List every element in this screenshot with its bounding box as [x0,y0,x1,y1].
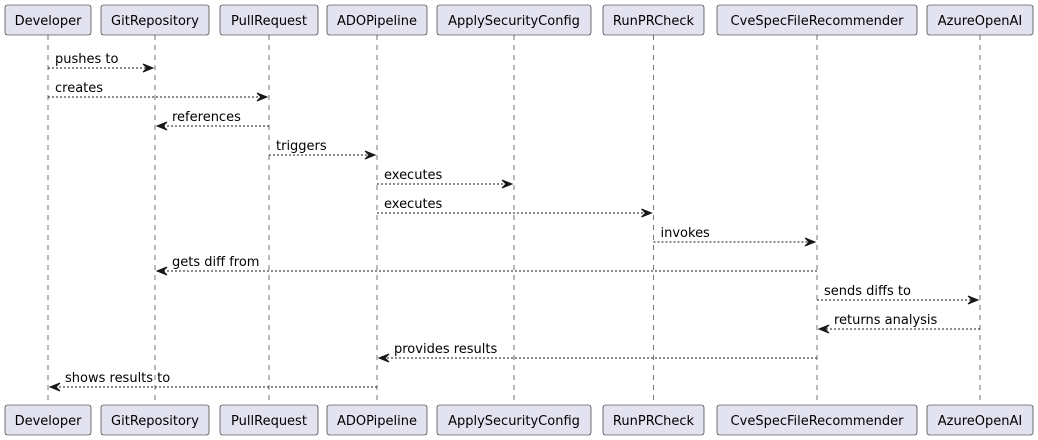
participant-label: GitRepository [111,414,199,429]
message-label: executes [384,197,443,212]
message-label: references [172,110,241,125]
participant-label: ADOPipeline [337,14,417,29]
participant-box [100,4,210,36]
message-arrowhead [641,208,653,218]
participant-box [716,4,918,36]
participant-box [219,4,319,36]
participant-box [436,404,592,436]
participant-top-developer: Developer [4,4,92,36]
participant-top-git-repository: GitRepository [100,4,210,36]
participant-label: RunPRCheck [613,14,695,29]
participant-box [926,404,1034,436]
message-label: shows results to [65,371,170,386]
message-arrowhead [155,121,168,131]
participant-top-apply-security-config: ApplySecurityConfig [436,4,592,36]
participant-bottom-git-repository: GitRepository [100,404,210,436]
message-arrowhead [967,295,980,305]
participant-boxes: DeveloperDeveloperGitRepositoryGitReposi… [4,4,1034,436]
message-arrowhead [501,179,514,189]
participant-box [219,404,319,436]
participant-label: ADOPipeline [337,414,417,429]
participant-bottom-azure-open-ai: AzureOpenAI [926,404,1034,436]
participant-bottom-apply-security-config: ApplySecurityConfig [436,404,592,436]
participant-label: AzureOpenAI [938,14,1022,29]
participant-bottom-pull-request: PullRequest [219,404,319,436]
message-triggers: triggers [269,139,377,160]
message-gets-diff-from: gets diff from [155,255,817,276]
participant-label: CveSpecFileRecommender [731,14,905,29]
participant-box [602,4,705,36]
message-arrowhead [377,353,390,363]
participant-label: PullRequest [231,14,307,29]
participant-label: AzureOpenAI [938,414,1022,429]
participant-bottom-run-pr-check: RunPRCheck [602,404,705,436]
participant-box [716,404,918,436]
participant-box [4,404,92,436]
message-label: creates [55,81,103,96]
message-arrowhead [155,266,168,276]
participant-box [602,404,705,436]
messages: pushes to creates references triggers execut… [48,52,980,392]
participant-bottom-cve-spec-file-recommender: CveSpecFileRecommender [716,404,918,436]
message-executes: executes [377,168,514,189]
participant-label: PullRequest [231,414,307,429]
message-label: returns analysis [834,313,938,328]
participant-top-azure-open-ai: AzureOpenAI [926,4,1034,36]
message-sends-diffs-to: sends diffs to [817,284,980,305]
participant-top-cve-spec-file-recommender: CveSpecFileRecommender [716,4,918,36]
message-label: sends diffs to [824,284,911,299]
participant-top-run-pr-check: RunPRCheck [602,4,705,36]
lifelines [47,35,981,405]
message-label: invokes [661,226,711,241]
message-pushes-to: pushes to [48,52,155,73]
message-returns-analysis: returns analysis [817,313,980,334]
message-arrowhead [817,324,830,334]
participant-box [326,4,428,36]
message-arrowhead [48,382,61,392]
message-references: references [155,110,269,131]
message-label: gets diff from [172,255,259,270]
participant-box [100,404,210,436]
message-invokes: invokes [653,226,817,247]
participant-box [926,4,1034,36]
participant-box [4,4,92,36]
message-label: provides results [394,342,498,357]
participant-top-pull-request: PullRequest [219,4,319,36]
message-label: executes [384,168,443,183]
participant-label: GitRepository [111,14,199,29]
message-label: pushes to [55,52,119,67]
message-arrowhead [142,63,155,73]
message-arrowhead [804,237,817,247]
participant-label: RunPRCheck [613,414,695,429]
participant-box [436,4,592,36]
message-creates: creates [48,81,269,102]
participant-box [326,404,428,436]
participant-label: CveSpecFileRecommender [731,414,905,429]
message-provides-results: provides results [377,342,817,363]
participant-label: ApplySecurityConfig [448,14,580,29]
message-label: triggers [276,139,327,154]
participant-bottom-ado-pipeline: ADOPipeline [326,404,428,436]
participant-top-ado-pipeline: ADOPipeline [326,4,428,36]
message-executes: executes [377,197,653,218]
message-arrowhead [256,92,269,102]
participant-label: ApplySecurityConfig [448,414,580,429]
participant-label: Developer [15,14,83,29]
message-arrowhead [364,150,377,160]
participant-bottom-developer: Developer [4,404,92,436]
participant-label: Developer [15,414,83,429]
message-shows-results-to: shows results to [48,371,377,392]
